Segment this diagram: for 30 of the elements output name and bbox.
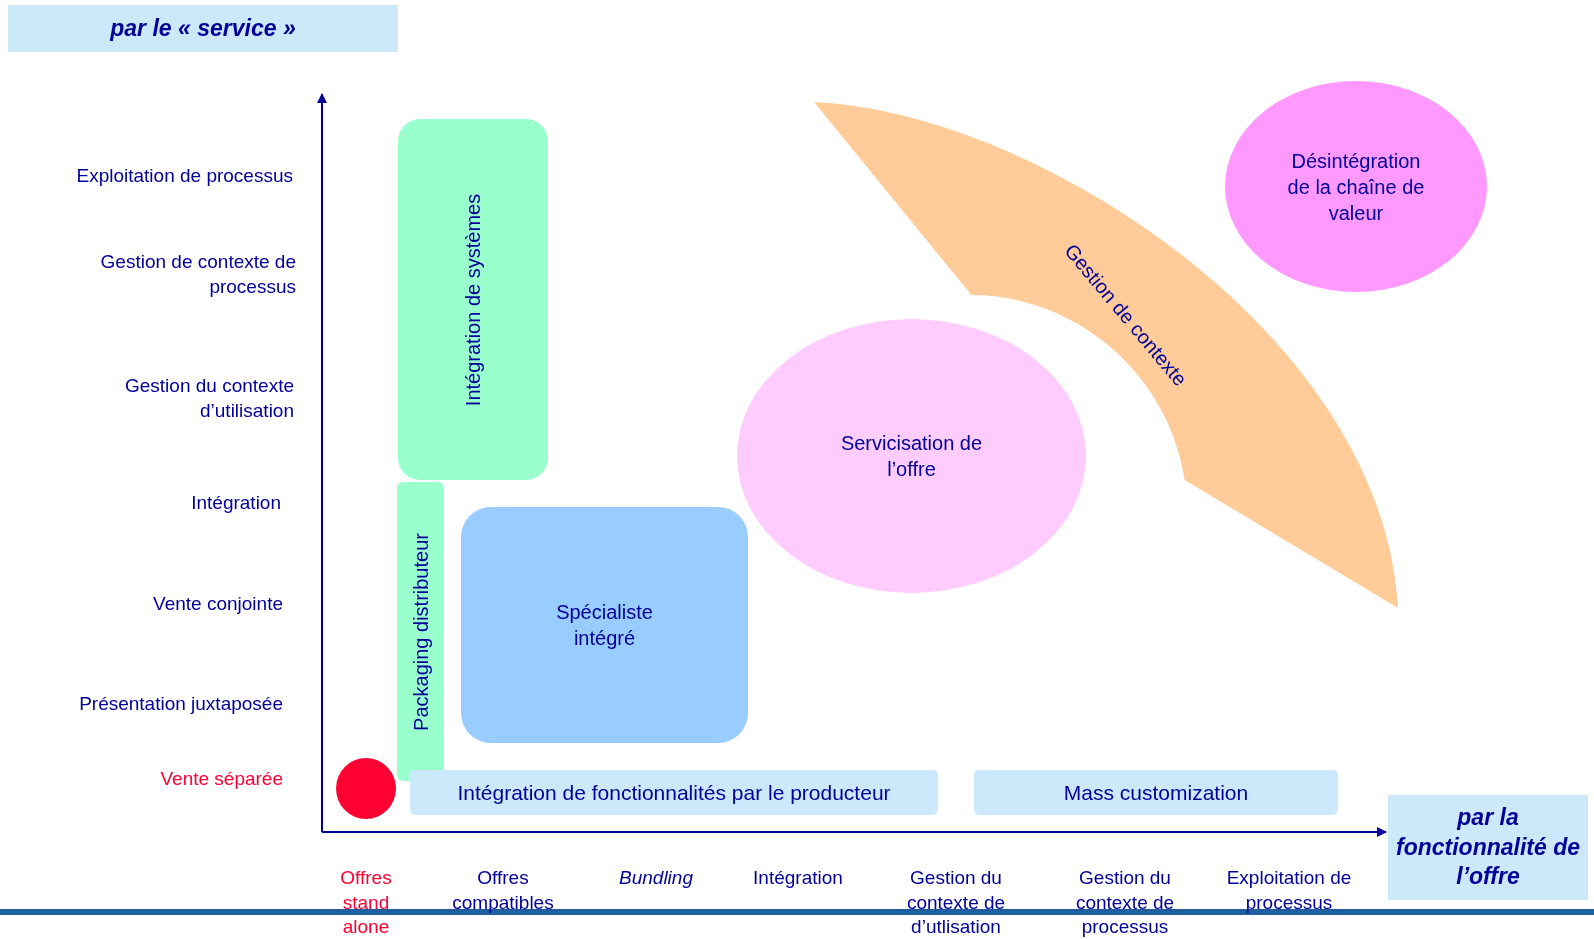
- node-label: Servicisation de l’offre: [839, 431, 984, 482]
- node-label: par le « service »: [110, 13, 296, 43]
- axis-tick-label: Présentation juxtaposée: [78, 692, 283, 716]
- node-label: Intégration de fonctionnalités par le producteur: [457, 779, 891, 806]
- axis-tick-label: Intégration: [190, 491, 281, 515]
- axis-tick-label: Gestion de contexte de processus: [99, 250, 296, 299]
- axis-tick-label: Gestion du contexte d’utilisation: [124, 374, 294, 423]
- axis-tick-label: Gestion du contexte de processus: [1074, 866, 1176, 939]
- category-bar: [410, 770, 938, 815]
- axis-tick-label: Intégration: [752, 866, 844, 890]
- node-label: Mass customization: [1063, 779, 1249, 806]
- node-label: Intégration de systèmes: [461, 193, 485, 406]
- axis-tick-label: Exploitation de processus: [75, 164, 293, 188]
- node-label: Désintégration de la chaîne de valeur: [1286, 148, 1426, 226]
- category-block: [397, 482, 444, 781]
- node-label: par la fonctionnalité de l’offre: [1395, 802, 1581, 892]
- axis-title-box: [1388, 795, 1588, 900]
- axis-title-box: [8, 5, 398, 52]
- category-block: [461, 507, 748, 743]
- axis-tick-label: Exploitation de processus: [1225, 866, 1353, 915]
- axis-tick-label: Bundling: [618, 866, 694, 890]
- axis-tick-label: Vente séparée: [159, 767, 283, 791]
- axis-tick-label: Offres compatibles: [451, 866, 555, 915]
- node-label: Spécialiste intégré: [555, 600, 654, 651]
- category-block: [398, 119, 548, 480]
- node-label: Packaging distributeur: [408, 532, 433, 731]
- category-bar: [974, 770, 1338, 815]
- axis-tick-label: Gestion du contexte de d’utlisation: [905, 866, 1007, 939]
- axis-tick-label: Vente conjointe: [152, 592, 283, 616]
- axis-tick-label: Offres stand alone: [339, 866, 393, 939]
